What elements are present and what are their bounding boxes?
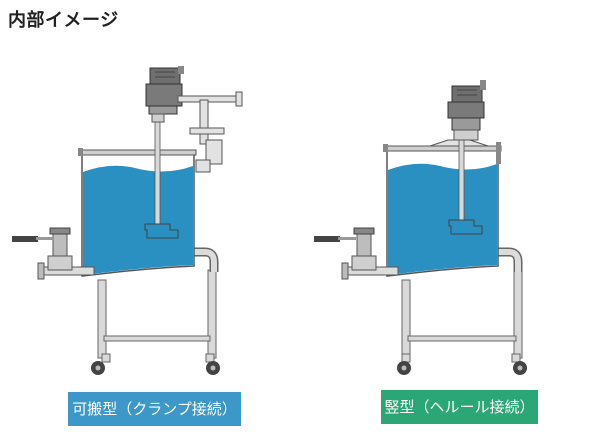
vertical-outlet-valve	[314, 227, 399, 280]
portable-tank-illustration	[12, 66, 243, 375]
portable-outlet-valve	[12, 227, 95, 280]
vertical-tank-liquid	[388, 163, 497, 275]
page-title: 内部イメージ	[8, 10, 119, 31]
portable-mixer-shaft	[154, 119, 161, 229]
vertical-type-label: 竪型（ヘルール接続）	[381, 390, 538, 424]
vertical-impeller	[448, 219, 483, 235]
vertical-tank-illustration	[314, 80, 527, 375]
portable-wheel-left	[91, 361, 105, 375]
portable-clamp-arm	[177, 91, 243, 173]
vertical-wheel-left	[397, 361, 411, 375]
portable-wheel-right	[206, 361, 220, 375]
portable-motor	[145, 66, 184, 123]
portable-impeller	[144, 223, 179, 239]
vertical-cart-frame	[401, 269, 523, 363]
vertical-motor	[447, 80, 486, 141]
portable-type-label: 可搬型（クランプ接続）	[68, 392, 241, 426]
portable-cart-frame	[97, 269, 217, 363]
vertical-wheel-right	[513, 361, 527, 375]
portable-tank-liquid	[83, 165, 193, 275]
